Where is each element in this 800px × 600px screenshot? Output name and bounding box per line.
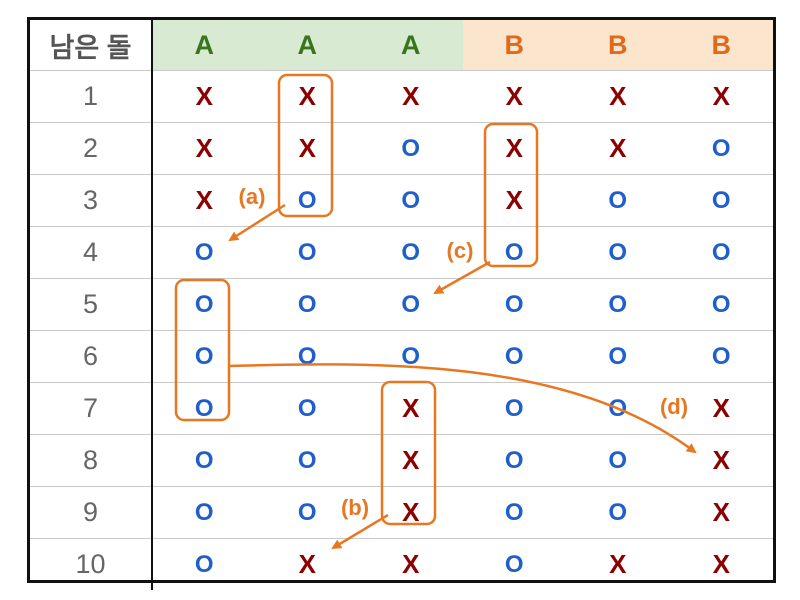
table-cell: X (670, 539, 774, 591)
table-cell: O (152, 486, 256, 539)
o-mark: O (504, 446, 524, 474)
row-number: 2 (30, 122, 153, 175)
table-cell: X (566, 70, 670, 123)
o-mark: O (401, 186, 421, 214)
table-cell: X (669, 70, 773, 123)
o-mark: O (608, 446, 628, 474)
o-mark: O (608, 342, 628, 370)
x-mark: X (195, 81, 213, 111)
column-header-a: A (255, 20, 359, 71)
table-cell: O (669, 122, 773, 175)
table-cell: O (359, 122, 463, 175)
row-number: 7 (30, 382, 153, 435)
x-mark: X (609, 133, 627, 163)
o-mark: O (711, 186, 731, 214)
table-cell: O (669, 278, 773, 331)
table-cell: X (669, 486, 773, 539)
o-mark: O (504, 342, 524, 370)
o-mark: O (194, 446, 214, 474)
table-cell: X (152, 122, 256, 175)
o-mark: O (608, 238, 628, 266)
x-mark: X (712, 393, 730, 423)
column-header-b: B (566, 20, 670, 71)
table-cell: O (566, 486, 670, 539)
x-mark: X (195, 133, 213, 163)
table-cell: X (256, 539, 360, 591)
table-cell: O (669, 174, 773, 227)
row-number: 4 (30, 226, 153, 279)
o-mark: O (711, 238, 731, 266)
x-mark: X (402, 549, 420, 579)
column-header-b: B (669, 20, 773, 71)
x-mark: X (402, 81, 420, 111)
x-mark: X (609, 549, 627, 579)
table-cell: X (566, 539, 670, 591)
table-cell: O (255, 486, 359, 539)
table-cell: O (255, 278, 359, 331)
o-mark: O (401, 238, 421, 266)
table-cell: O (462, 486, 566, 539)
table-cell: X (359, 70, 463, 123)
o-mark: O (194, 498, 214, 526)
column-header-a: A (359, 20, 463, 71)
o-mark: O (194, 550, 214, 578)
o-mark: O (711, 290, 731, 318)
table-cell: O (566, 174, 670, 227)
x-mark: X (712, 81, 730, 111)
remaining-stones-header: 남은 돌 (30, 20, 153, 71)
table-cell: O (566, 226, 670, 279)
x-mark: X (712, 445, 730, 475)
x-mark: X (609, 81, 627, 111)
o-mark: O (401, 290, 421, 318)
o-mark: O (297, 446, 317, 474)
table-cell: O (566, 278, 670, 331)
o-mark: O (297, 498, 317, 526)
o-mark: O (401, 342, 421, 370)
table-frame (27, 17, 776, 583)
row-number: 1 (30, 70, 153, 123)
o-mark: O (504, 550, 524, 578)
table-cell: X (359, 539, 463, 591)
o-mark: O (401, 134, 421, 162)
row-number: 3 (30, 174, 153, 227)
x-mark: X (505, 81, 523, 111)
column-header-a: A (152, 20, 256, 71)
row-number: 9 (30, 486, 153, 539)
table-cell: X (152, 70, 256, 123)
o-mark: O (711, 134, 731, 162)
o-mark: O (297, 342, 317, 370)
o-mark: O (608, 498, 628, 526)
x-mark: X (298, 549, 316, 579)
header-row: 남은 돌 A A A B B B (30, 20, 773, 71)
row-number: 5 (30, 278, 153, 331)
table-cell: O (152, 539, 256, 591)
o-mark: O (297, 290, 317, 318)
row-number: 6 (30, 330, 153, 383)
column-header-b: B (462, 20, 566, 71)
o-mark: O (608, 290, 628, 318)
table-cell: O (463, 539, 567, 591)
x-mark: X (712, 497, 730, 527)
table-cell: O (359, 174, 463, 227)
x-mark: X (195, 185, 213, 215)
row-number: 8 (30, 434, 153, 487)
table-cell: X (462, 70, 566, 123)
o-mark: O (608, 186, 628, 214)
o-mark: O (711, 342, 731, 370)
table-cell: O (255, 226, 359, 279)
o-mark: O (194, 238, 214, 266)
table-cell: X (566, 122, 670, 175)
table-cell: O (669, 226, 773, 279)
o-mark: O (297, 238, 317, 266)
o-mark: O (504, 498, 524, 526)
x-mark: X (712, 549, 730, 579)
o-mark: O (504, 290, 524, 318)
